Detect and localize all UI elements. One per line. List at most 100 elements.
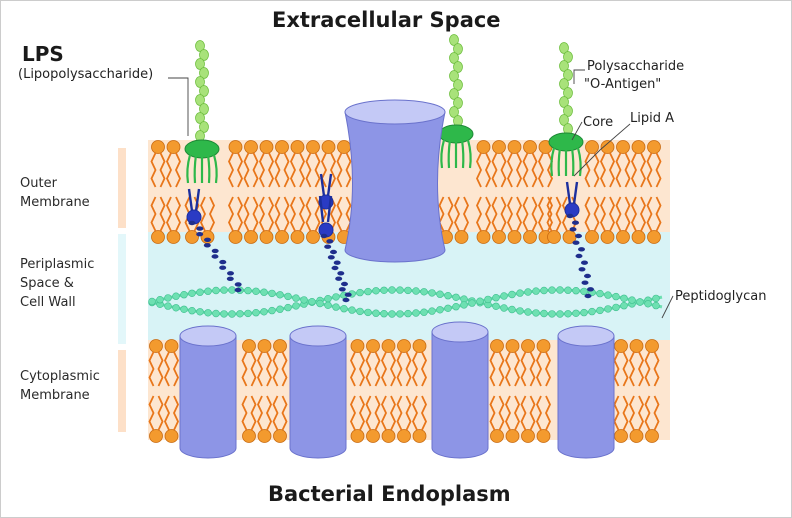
lipid-head	[536, 429, 551, 443]
o-antigen-bead	[563, 69, 573, 81]
lipid-tail	[520, 351, 527, 387]
lipid-tail	[374, 395, 381, 431]
o-antigen-bead	[195, 40, 205, 52]
phospholipid	[546, 196, 562, 244]
lipid-tail	[390, 351, 396, 387]
lipid-tail	[166, 196, 172, 232]
peptidoglycan-bead	[556, 286, 564, 294]
lipid-head	[275, 230, 289, 244]
protein-body	[289, 335, 347, 459]
lipid-tail	[359, 395, 365, 431]
outer-membrane-line-1: Outer	[20, 176, 57, 191]
lipid-tail	[476, 152, 482, 188]
lipid-head	[490, 429, 504, 443]
peptidoglycan-bead	[500, 292, 508, 300]
o-antigen-bead	[559, 78, 569, 90]
lipid-tail	[266, 395, 272, 431]
lipoprotein-link	[578, 247, 585, 252]
phospholipid	[629, 395, 644, 443]
lipid-head	[151, 230, 165, 244]
peptidoglycan-bead	[380, 310, 388, 318]
peptidoglycan-bead	[444, 304, 452, 312]
lipid-a-tail	[460, 139, 465, 169]
lipid-tail	[489, 351, 496, 387]
lipid-a-tail	[550, 147, 556, 177]
phospholipid	[476, 196, 491, 244]
lipid-head	[616, 140, 630, 154]
cytoplasmic-protein-4	[557, 325, 615, 459]
phospholipid	[272, 395, 288, 443]
lipid-head	[523, 140, 537, 154]
lipoprotein-link	[188, 220, 196, 226]
lipid-head	[492, 140, 506, 154]
peptidoglycan-bead	[652, 294, 660, 303]
outer-region-bar	[118, 148, 126, 228]
cytoplasmic-protein-1	[179, 325, 237, 459]
lipid-head	[290, 140, 305, 154]
lipid-a-anchor	[565, 181, 579, 205]
peptidoglycan-bead	[524, 308, 532, 316]
lipid-head	[228, 230, 243, 244]
lipid-tail	[622, 351, 629, 387]
o-antigen-bead	[199, 103, 209, 115]
leader-lines	[168, 69, 674, 319]
phospholipid	[259, 196, 274, 244]
lipid-head	[290, 230, 305, 244]
phospholipid	[381, 395, 396, 443]
lipoprotein-tether-3	[566, 213, 594, 299]
lipid-tail	[314, 152, 321, 188]
protein-top	[179, 325, 237, 347]
phospholipid	[381, 339, 396, 387]
peptidoglycan-bead	[460, 301, 468, 309]
peptidoglycan-bead	[284, 292, 292, 301]
phospholipid	[505, 395, 520, 443]
lipid-a-tail	[212, 154, 218, 184]
lipid-tail	[421, 351, 427, 387]
peptidoglycan-bead	[332, 303, 340, 311]
lipid-a-tail	[466, 139, 472, 169]
lipid-tail	[412, 395, 418, 431]
peptidoglycan-bead	[340, 305, 348, 313]
peptidoglycan-bead	[388, 310, 396, 318]
lipid-a-tail	[206, 154, 211, 184]
lipid-head	[381, 339, 396, 353]
lipid-head	[164, 339, 179, 353]
phospholipid	[274, 196, 290, 244]
periplasm-region-bar	[118, 234, 126, 344]
o-antigen-bead	[559, 60, 569, 72]
lipid-tail	[485, 152, 491, 188]
lipid-tail	[538, 152, 544, 188]
peptidoglycan-strand-2	[148, 286, 663, 318]
lipid-tail	[209, 196, 215, 232]
phospholipid	[243, 140, 259, 188]
peptidoglycan-bead	[332, 293, 340, 301]
core-label: Core	[583, 115, 614, 130]
lipoprotein-link	[572, 220, 579, 225]
peptidoglycan-bead	[596, 289, 604, 298]
cytoplasmic-protein-2	[289, 325, 347, 459]
lipid-tail	[615, 196, 622, 232]
lipid-head	[257, 339, 272, 353]
lipid-head	[521, 429, 535, 443]
lipid-tail	[299, 196, 305, 232]
lipid-tail	[454, 196, 460, 232]
lipid-tail	[381, 351, 387, 387]
peptidoglycan-bead	[324, 295, 332, 303]
phospholipid	[600, 196, 615, 244]
lipid-tail	[237, 152, 243, 188]
peptidoglycan-bead	[220, 286, 228, 294]
core-leader	[571, 121, 583, 141]
lipid-head	[647, 140, 661, 154]
lipid-head	[629, 339, 644, 353]
lipoprotein-link	[584, 293, 592, 299]
lipid-a-tail	[193, 154, 198, 184]
lipid-head	[505, 429, 520, 443]
peptidoglycan-bead	[292, 294, 300, 302]
lipid-tail	[283, 152, 290, 188]
lipid-tail	[421, 395, 427, 431]
lipid-head	[600, 140, 615, 154]
peptidoglycan-bead	[540, 286, 548, 295]
lipid-head	[536, 339, 551, 353]
lipid-tail	[600, 152, 606, 188]
